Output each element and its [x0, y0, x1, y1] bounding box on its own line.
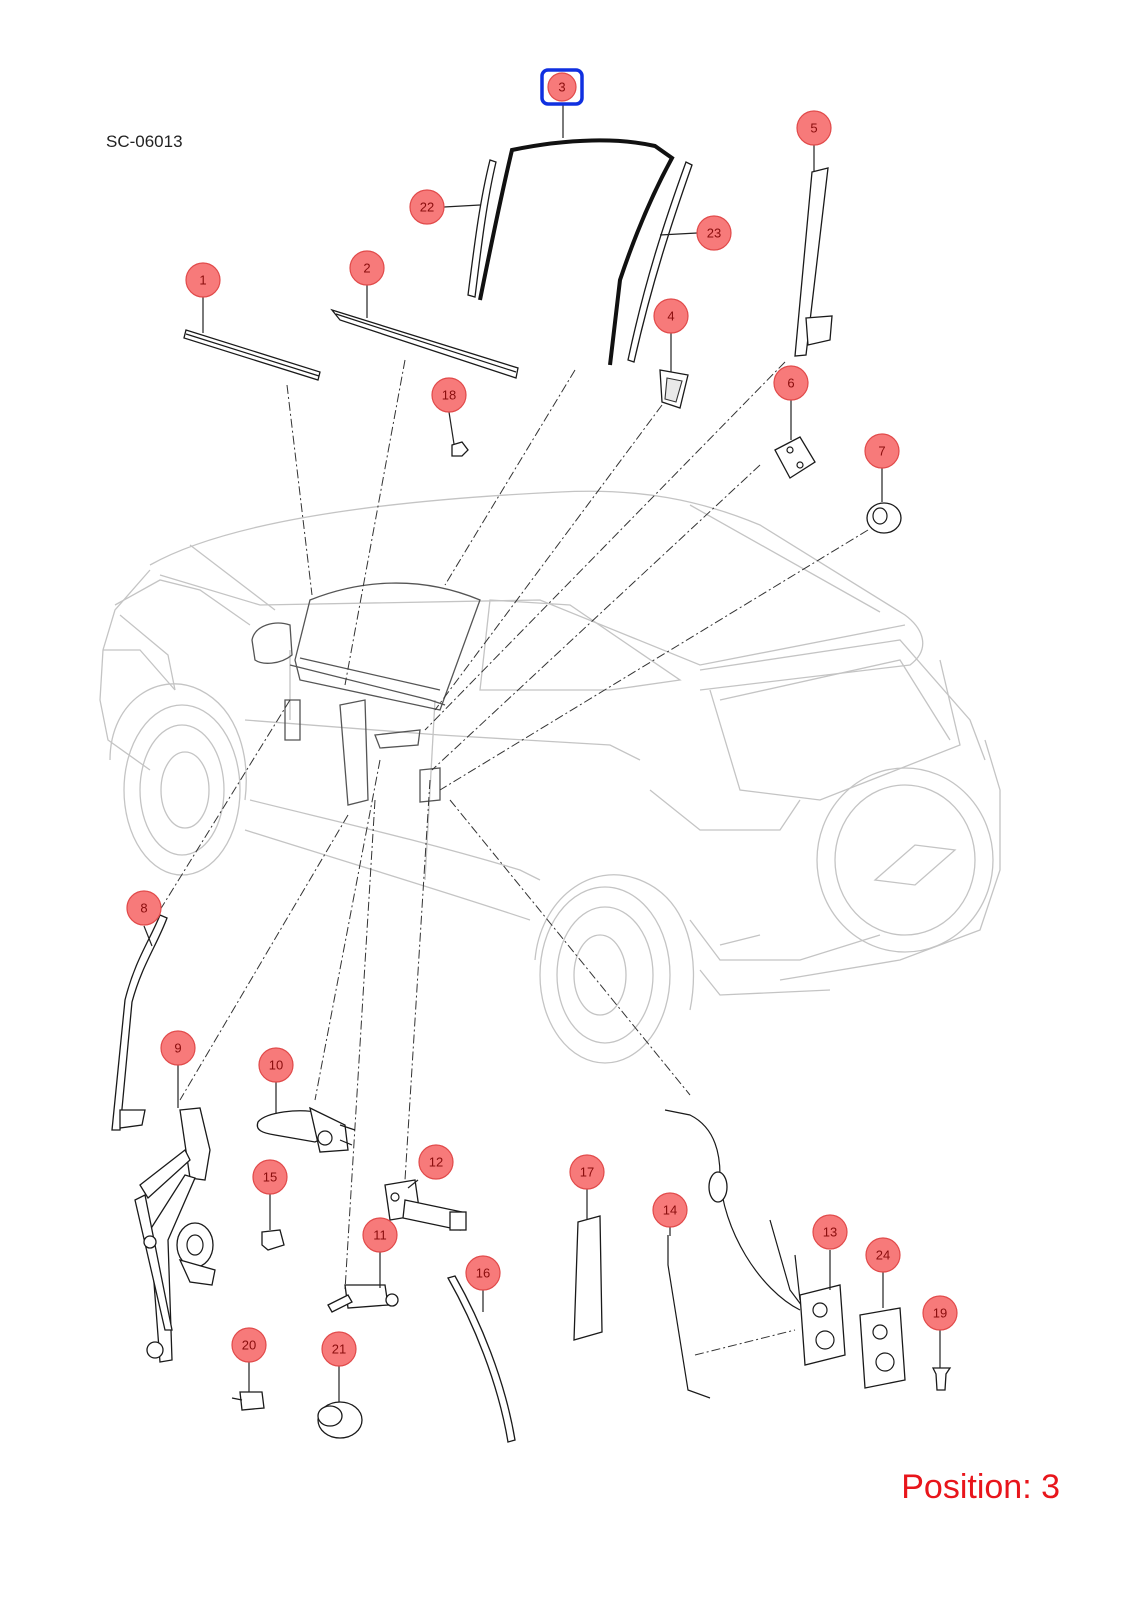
- callout-23[interactable]: 23: [696, 215, 732, 251]
- callout-16[interactable]: 16: [465, 1255, 501, 1291]
- drawing-code: SC-06013: [106, 132, 183, 151]
- part-24-shape: [859, 1307, 906, 1389]
- part-3-shape: [478, 138, 675, 366]
- part-18-shape: [451, 441, 469, 457]
- part-11-shape: [327, 1284, 399, 1313]
- callout-2[interactable]: 2: [349, 250, 385, 286]
- part-12-shape: [384, 1179, 467, 1231]
- callout-10[interactable]: 10: [258, 1047, 294, 1083]
- callout-6[interactable]: 6: [773, 365, 809, 401]
- part-16-shape: [447, 1275, 516, 1443]
- callout-8[interactable]: 8: [126, 890, 162, 926]
- part-2-shape: [330, 308, 519, 379]
- callout-17[interactable]: 17: [569, 1154, 605, 1190]
- part-13-shape: [799, 1284, 846, 1366]
- parts-artwork: [111, 138, 952, 1443]
- part-8-shape: [111, 914, 168, 1131]
- callout-5[interactable]: 5: [796, 110, 832, 146]
- callout-20[interactable]: 20: [231, 1327, 267, 1363]
- part-9-shape: [134, 1107, 216, 1363]
- callout-21[interactable]: 21: [321, 1331, 357, 1367]
- callout-24[interactable]: 24: [865, 1237, 901, 1273]
- callout-15[interactable]: 15: [252, 1159, 288, 1195]
- part-19-shape: [931, 1367, 952, 1391]
- callout-14[interactable]: 14: [652, 1192, 688, 1228]
- callout-7[interactable]: 7: [864, 433, 900, 469]
- callout-bubbles: 1 2 3 4 5 6 7 8 9 10 11 12 13 14 15 16 1…: [126, 68, 958, 1367]
- callout-4[interactable]: 4: [653, 298, 689, 334]
- callout-11[interactable]: 11: [362, 1217, 398, 1253]
- part-21-shape: [317, 1401, 363, 1439]
- callout-9[interactable]: 9: [160, 1030, 196, 1066]
- callout-19[interactable]: 19: [922, 1295, 958, 1331]
- callout-1[interactable]: 1: [185, 262, 221, 298]
- part-22-shape: [467, 159, 497, 298]
- part-5-shape: [794, 167, 829, 357]
- callout-3-selected[interactable]: 3: [540, 68, 584, 106]
- part-17-shape: [573, 1215, 603, 1341]
- part-14-shape: [667, 1235, 711, 1399]
- part-20-shape: [239, 1391, 265, 1411]
- part-15-shape: [261, 1229, 285, 1251]
- part-6-shape: [774, 436, 816, 479]
- callout-22[interactable]: 22: [409, 189, 445, 225]
- position-indicator: Position: 3: [901, 1468, 1060, 1506]
- assembly-lines: [159, 359, 869, 1356]
- callout-12[interactable]: 12: [418, 1144, 454, 1180]
- part-10-shape: [256, 1106, 356, 1153]
- part-23-shape: [627, 161, 693, 363]
- callout-leaders: [143, 104, 941, 1402]
- callout-18[interactable]: 18: [431, 377, 467, 413]
- vehicle-illustration: [99, 490, 1001, 1064]
- part-7-shape: [866, 502, 902, 534]
- callout-13[interactable]: 13: [812, 1214, 848, 1250]
